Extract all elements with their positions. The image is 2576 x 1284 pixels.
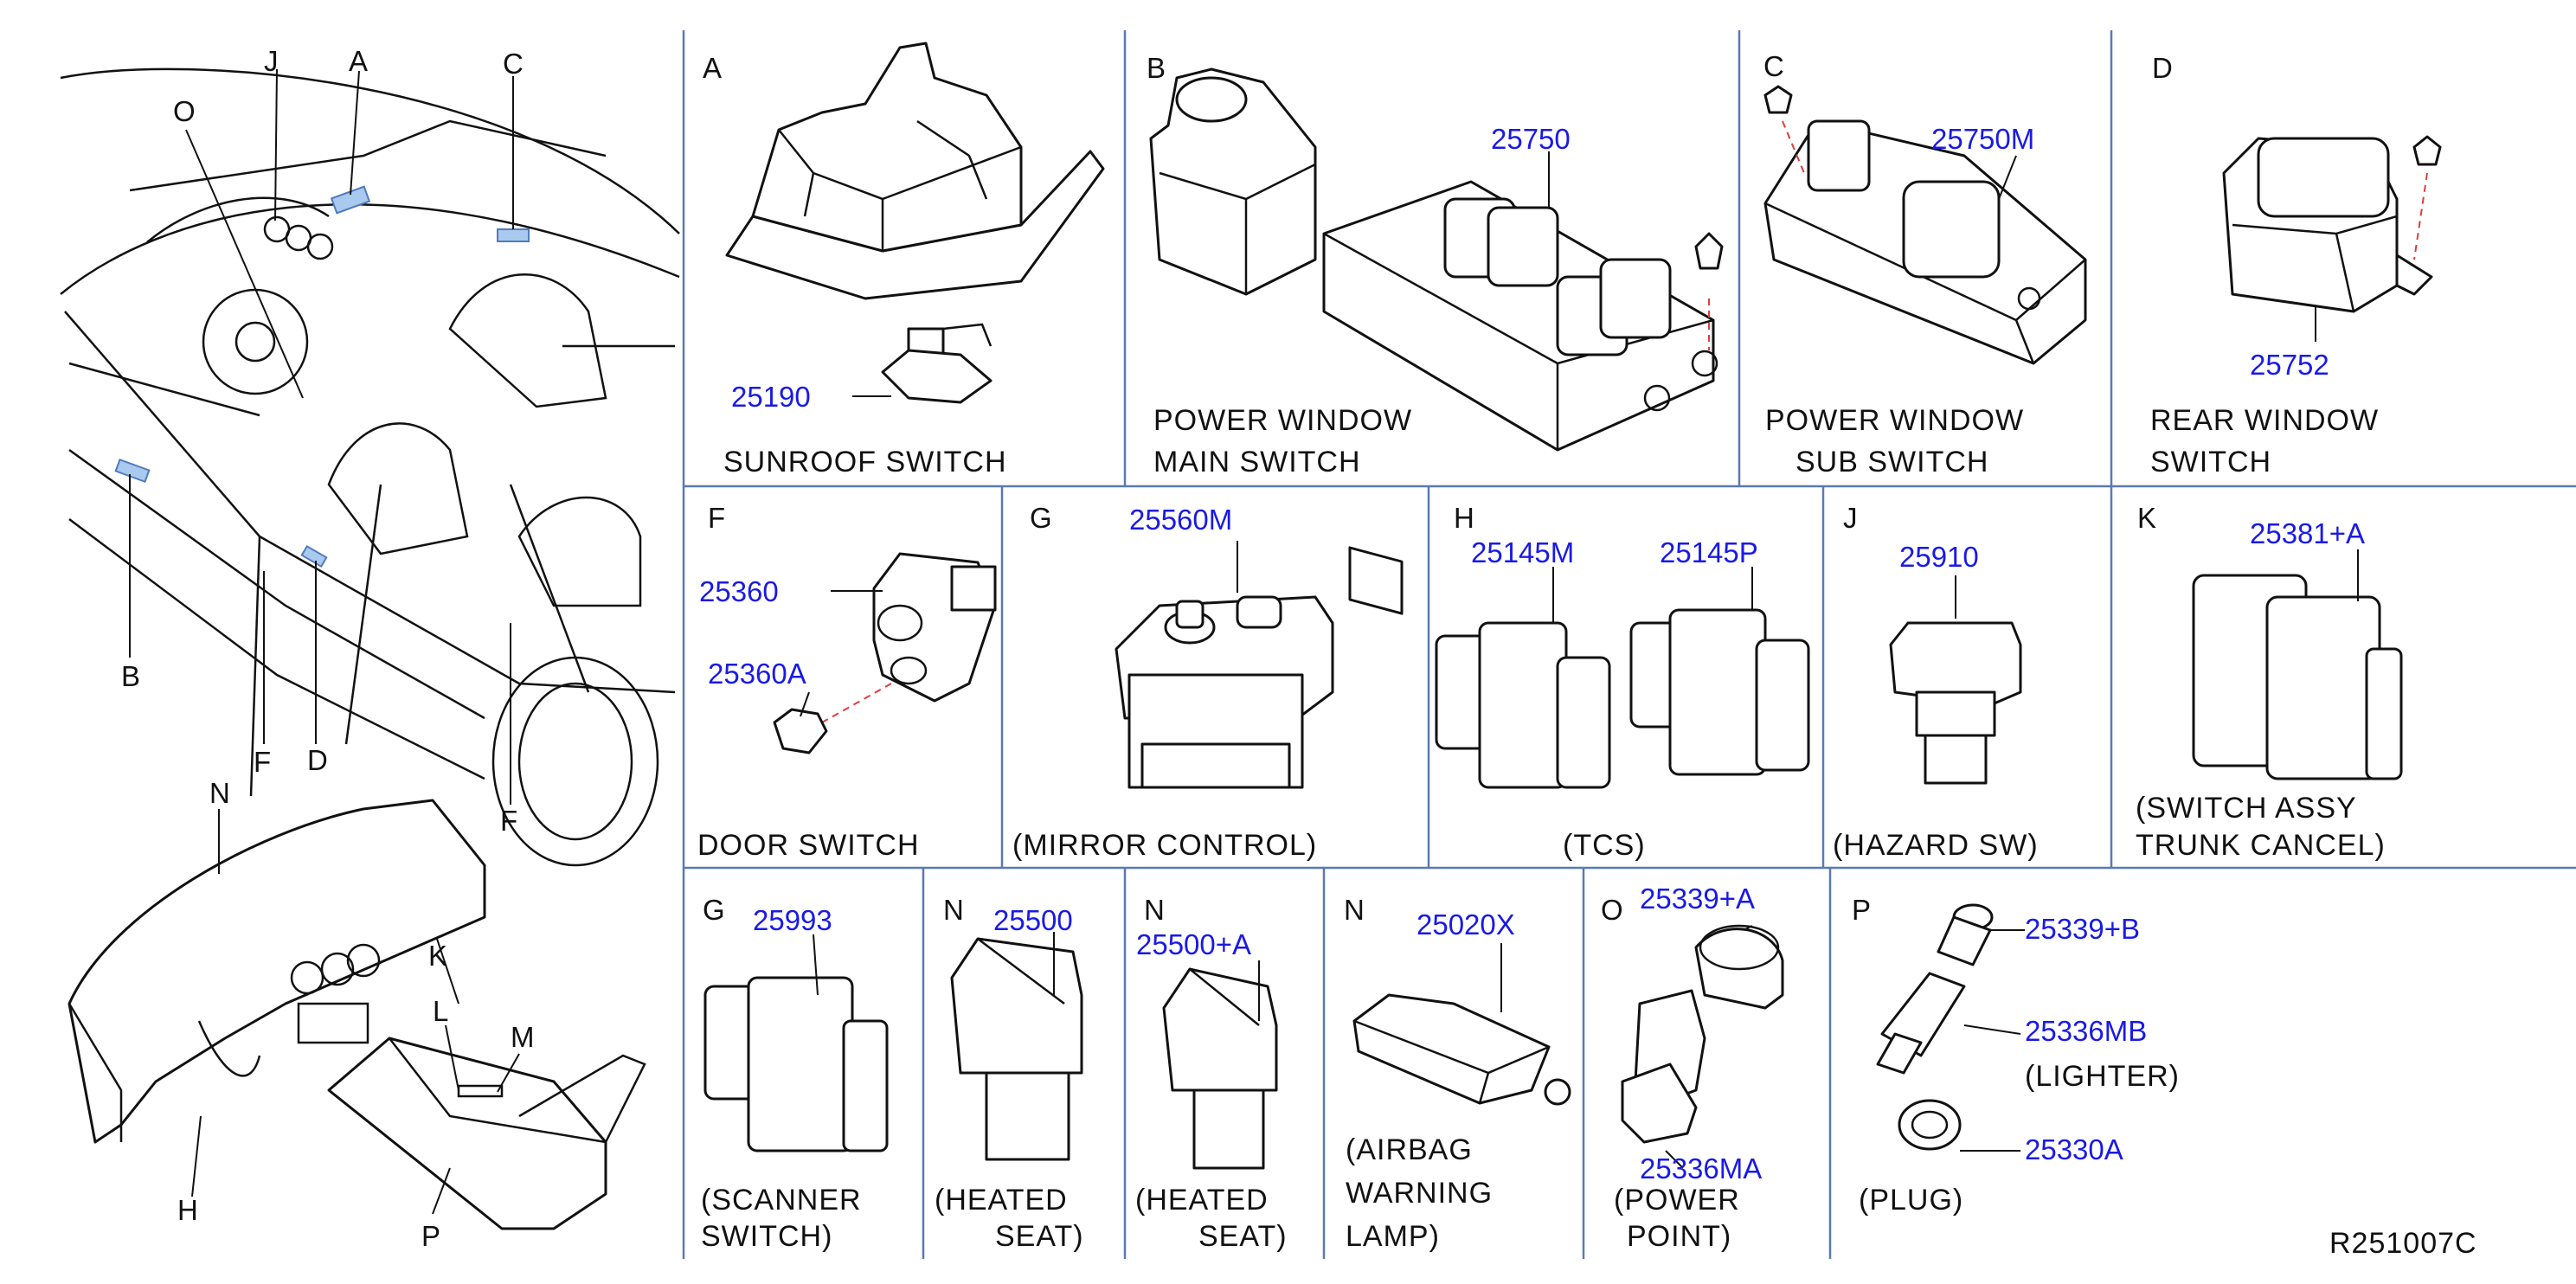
panel-f-door-switch: F 25360 25360A DOOR SWITCH [697, 502, 997, 862]
caption-n3-3: LAMP) [1346, 1220, 1440, 1253]
panel-k-trunk-cancel-switch: K 25381+A (SWITCH ASSY TRUNK CANCEL) [2136, 502, 2403, 862]
caption-g2-2: SWITCH) [701, 1220, 832, 1253]
part-25381A: 25381+A [2250, 517, 2365, 549]
part-25752: 25752 [2250, 349, 2329, 381]
panel-d-rear-window-switch: D 25752 REAR WINDOW SWITCH [2150, 52, 2442, 478]
label-A: A [349, 45, 368, 77]
part-25145M: 25145M [1471, 536, 1574, 568]
panel-g-scanner-switch: G 25993 (SCANNER SWITCH) [701, 894, 889, 1253]
caption-n1-1: (HEATED [935, 1184, 1068, 1217]
car-interior-illustration [60, 67, 680, 867]
part-25330A: 25330A [2025, 1133, 2123, 1165]
svg-text:N: N [943, 894, 964, 926]
caption-c-1: POWER WINDOW [1765, 404, 2024, 437]
label-N: N [209, 777, 230, 809]
label-C: C [503, 48, 524, 80]
caption-d-1: REAR WINDOW [2150, 404, 2379, 437]
part-25190: 25190 [731, 381, 811, 413]
caption-c-2: SUB SWITCH [1795, 446, 1988, 478]
caption-g1: (MIRROR CONTROL) [1012, 829, 1317, 862]
part-25910: 25910 [1899, 541, 1979, 573]
label-M: M [511, 1021, 535, 1053]
svg-text:P: P [1852, 894, 1871, 926]
part-25336MA: 25336MA [1640, 1152, 1762, 1184]
caption-g2-1: (SCANNER [701, 1184, 862, 1217]
svg-text:B: B [1147, 52, 1166, 84]
panel-n-heated-seat-2: N 25500+A (HEATED SEAT) [1135, 894, 1288, 1253]
caption-h: (TCS) [1563, 829, 1646, 862]
caption-a: SUNROOF SWITCH [723, 446, 1007, 478]
panel-j-hazard-switch: J 25910 (HAZARD SW) [1833, 502, 2039, 862]
label-D: D [307, 744, 328, 776]
svg-text:H: H [1454, 502, 1474, 534]
svg-text:O: O [1601, 894, 1623, 926]
part-25750M: 25750M [1931, 123, 2034, 155]
label-F-right: F [500, 805, 517, 837]
panel-o-power-point: O 25339+A 25336MA (POWER POINT) [1601, 883, 1784, 1253]
diagram-code: R251007C [2329, 1227, 2477, 1260]
dashboard-console-illustration [67, 799, 646, 1230]
label-O: O [173, 95, 196, 127]
caption-j: (HAZARD SW) [1833, 829, 2039, 862]
label-L: L [433, 995, 448, 1027]
part-25993: 25993 [753, 904, 832, 936]
label-H: H [177, 1194, 198, 1226]
caption-n3-2: WARNING [1346, 1177, 1493, 1210]
label-P: P [421, 1220, 440, 1252]
caption-p-plug: (PLUG) [1859, 1184, 1963, 1217]
svg-text:N: N [1144, 894, 1165, 926]
label-F-left: F [254, 746, 271, 778]
part-25339B: 25339+B [2025, 913, 2140, 945]
panel-g-mirror-control: G 25560M (MIRROR CONTROL) [1012, 502, 1334, 862]
svg-text:A: A [703, 52, 722, 84]
svg-text:N: N [1344, 894, 1365, 926]
panel-h-tcs: H 25145M 25145P (TCS) [1435, 502, 1810, 862]
panel-n-airbag-warning-lamp: N 25020X (AIRBAG WARNING LAMP) [1344, 894, 1571, 1253]
label-K: K [428, 940, 447, 972]
caption-n2-1: (HEATED [1135, 1184, 1269, 1217]
svg-text:F: F [708, 502, 725, 534]
panel-c-power-window-sub-switch: C 25750M POWER WINDOW SUB SWITCH [1763, 50, 2087, 478]
label-B: B [121, 660, 140, 692]
part-25750: 25750 [1491, 123, 1571, 155]
overview-labels: J A C O B F D F N K L M H P [121, 45, 535, 1252]
svg-text:D: D [2152, 52, 2173, 84]
svg-text:J: J [1843, 502, 1858, 534]
caption-n3-1: (AIRBAG [1346, 1133, 1473, 1166]
svg-text:G: G [703, 894, 725, 926]
caption-b-1: POWER WINDOW [1153, 404, 1412, 437]
caption-d-2: SWITCH [2150, 446, 2271, 478]
caption-b-2: MAIN SWITCH [1153, 446, 1361, 478]
caption-n1-2: SEAT) [995, 1220, 1084, 1253]
panel-grid [682, 30, 2576, 1259]
label-J: J [264, 45, 279, 77]
caption-n2-2: SEAT) [1198, 1220, 1288, 1253]
part-25500A: 25500+A [1136, 928, 1251, 960]
part-25360: 25360 [699, 575, 779, 607]
part-25360A: 25360A [708, 658, 806, 690]
svg-text:C: C [1763, 50, 1784, 82]
panel-a-sunroof-switch: A 25190 SUNROOF SWITCH [703, 42, 1105, 478]
caption-f: DOOR SWITCH [697, 829, 920, 862]
part-25560M: 25560M [1129, 504, 1232, 536]
caption-o-1: (POWER [1614, 1184, 1740, 1217]
part-25336MB: 25336MB [2025, 1015, 2147, 1047]
caption-p-lighter: (LIGHTER) [2025, 1060, 2180, 1093]
caption-o-2: POINT) [1627, 1220, 1731, 1253]
part-25500: 25500 [993, 904, 1073, 936]
part-25020X: 25020X [1416, 908, 1515, 941]
panel-b-power-window-main-switch: B 25750 POWER WINDOW MAIN SWITCH [1147, 52, 1724, 615]
part-25339A: 25339+A [1640, 883, 1755, 915]
svg-text:G: G [1030, 502, 1052, 534]
panel-n-heated-seat-1: N 25500 (HEATED SEAT) [935, 894, 1084, 1253]
panel-p-lighter-and-plug: P 25339+B 25336MB (LIGHTER) 25330A (PLUG… [1852, 894, 2180, 1217]
caption-k-1: (SWITCH ASSY [2136, 792, 2357, 825]
caption-k-2: TRUNK CANCEL) [2136, 829, 2386, 862]
part-25145P: 25145P [1660, 536, 1758, 568]
svg-text:K: K [2137, 502, 2156, 534]
